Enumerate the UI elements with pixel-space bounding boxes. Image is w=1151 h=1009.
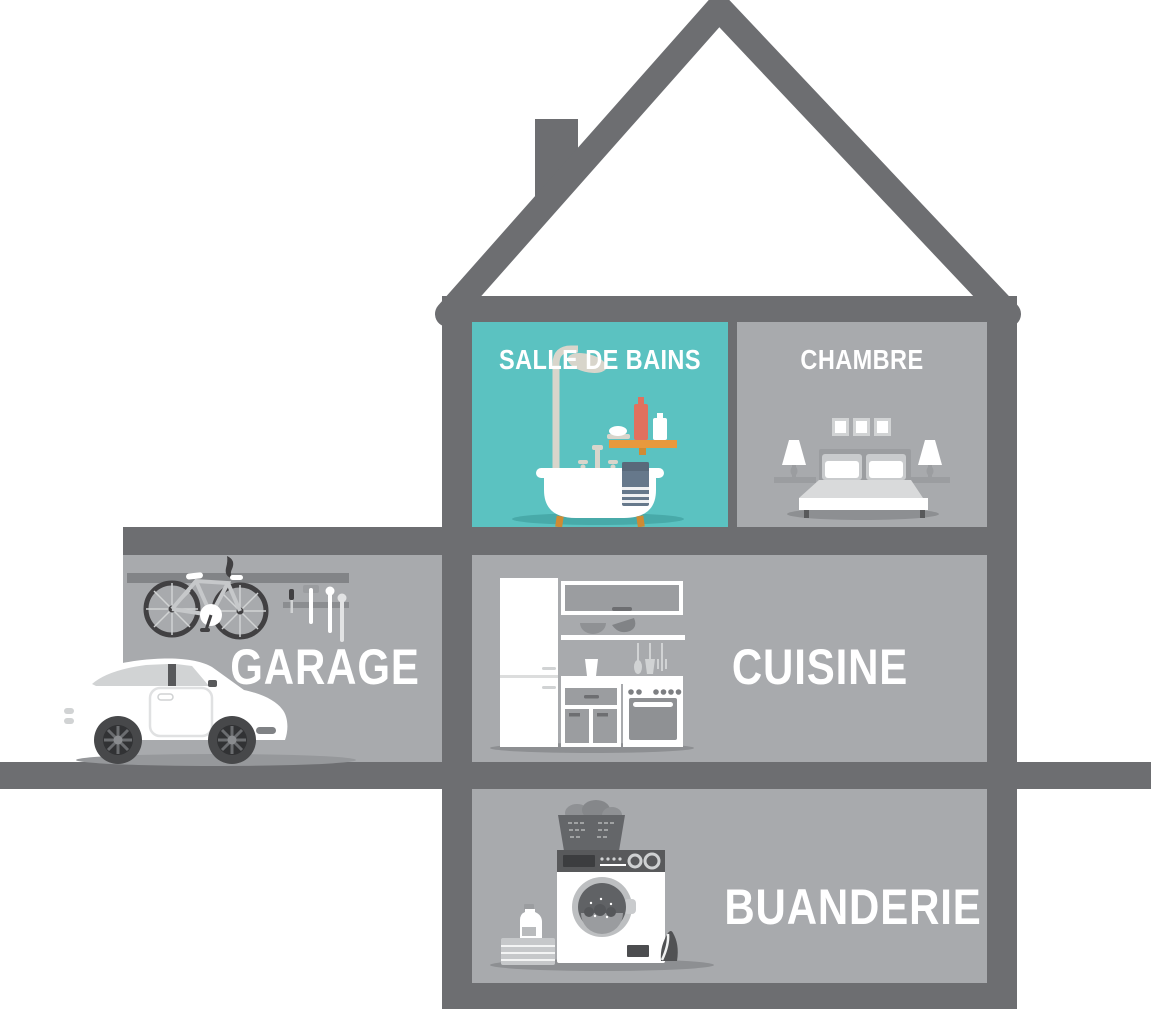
- foundation-bar: [442, 983, 1017, 1009]
- car-wheel-front: [208, 716, 256, 764]
- bed-icon: [774, 418, 950, 520]
- car-door-handle: [157, 693, 174, 701]
- room-bathroom: SALLE DE BAINS: [472, 322, 728, 527]
- car-headlight: [256, 727, 276, 734]
- lamp-left: [782, 440, 806, 477]
- cream-tube: [653, 418, 667, 440]
- first-floor-bar: [123, 527, 987, 555]
- hanging-utensils: [634, 643, 667, 674]
- room-bedroom: CHAMBRE: [737, 322, 987, 527]
- bed-leg: [804, 510, 809, 518]
- shelf-with-bowls: [561, 618, 685, 640]
- bed-base: [799, 498, 928, 510]
- bathroom-label: SALLE DE BAINS: [499, 344, 701, 375]
- duvet: [799, 480, 923, 498]
- upper-cabinet: [561, 581, 683, 615]
- ground-bar: [0, 762, 1151, 789]
- roof-interior: [448, 8, 1008, 310]
- soap-dish: [607, 434, 630, 439]
- rail-hook: [225, 556, 234, 579]
- lamp-right: [918, 440, 942, 477]
- car-rear-window: [92, 664, 168, 686]
- bed-shadow: [787, 508, 939, 520]
- bathtub-icon: [512, 345, 684, 527]
- bath-faucet: [578, 445, 618, 470]
- car-front-window: [176, 664, 209, 686]
- bed-leg: [920, 510, 925, 518]
- pillows: [822, 454, 906, 480]
- iron-icon: [660, 931, 678, 961]
- picture-frames: [832, 418, 891, 436]
- shower-head: [567, 353, 607, 373]
- laundry-basket-icon: [558, 800, 625, 851]
- laundry-icons: [490, 800, 714, 971]
- car-icon: [64, 658, 356, 766]
- garage-contents: [127, 556, 349, 642]
- car-pillar: [168, 664, 176, 686]
- washing-machine-icon: [557, 850, 665, 963]
- nightstand-right: [908, 477, 950, 483]
- detergent-bottle-icon: [520, 904, 542, 938]
- bicycle-icon: [143, 572, 269, 640]
- counter-top: [561, 676, 683, 684]
- right-wall: [987, 300, 1017, 1009]
- car-mirror: [208, 680, 217, 687]
- car-door: [148, 686, 214, 738]
- shower-pipe: [552, 345, 578, 474]
- ceiling-bar: [442, 296, 1017, 322]
- car-wheel-rear: [94, 716, 142, 764]
- car-shadow: [76, 754, 356, 766]
- left-wall: [442, 300, 472, 1009]
- bathtub-leg: [555, 515, 564, 527]
- tool-rack-icon: [283, 585, 349, 642]
- pitcher: [585, 659, 598, 676]
- fridge: [500, 578, 558, 747]
- room-laundry: BUANDERIE: [472, 789, 987, 983]
- kitchen-icon: [490, 578, 694, 753]
- nightstand-left: [774, 477, 816, 483]
- stove-oven: [623, 684, 683, 747]
- bathtub-leg: [636, 515, 645, 527]
- bedroom-label: CHAMBRE: [800, 344, 924, 375]
- kitchen-label: CUISINE: [731, 639, 909, 695]
- laundry-label: BUANDERIE: [724, 879, 982, 935]
- base-cabinet: [561, 684, 621, 747]
- upstairs-divider-wall: [728, 322, 737, 527]
- towel-stack: [501, 938, 555, 965]
- room-kitchen: CUISINE: [472, 555, 987, 762]
- soap: [609, 426, 627, 436]
- towel: [622, 462, 649, 506]
- garage-label: GARAGE: [230, 639, 420, 695]
- bathroom-shelf: [609, 440, 677, 448]
- roof-outline: [435, 0, 1021, 327]
- shampoo-bottle: [634, 404, 648, 440]
